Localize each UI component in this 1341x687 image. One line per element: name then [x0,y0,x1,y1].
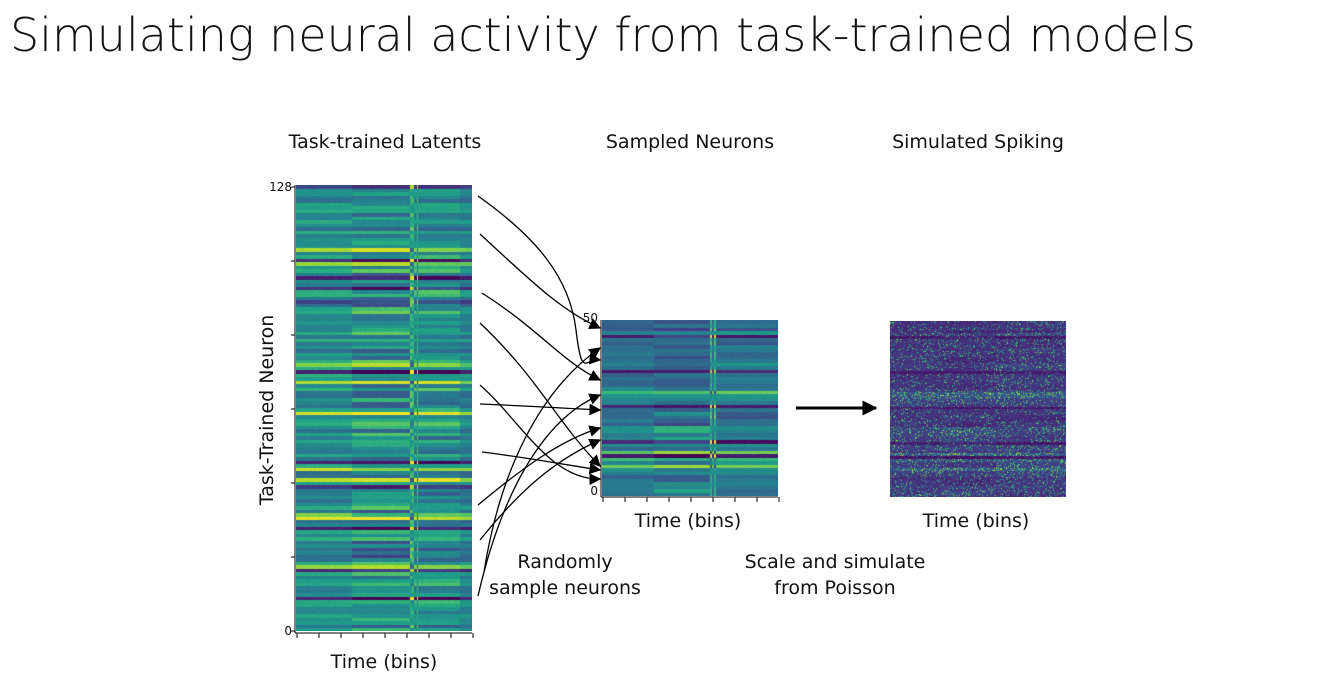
slide-title: Simulating neural activity from task-tra… [10,8,1196,62]
random-sample-annotation: Randomly sample neurons [489,551,641,599]
latents-axes [291,185,474,638]
simulated-spiking-heatmap [890,321,1066,497]
spiking-title: Simulated Spiking [892,131,1064,153]
sampled-neurons-heatmap [602,320,778,496]
latents-title: Task-trained Latents [288,131,482,153]
sampling-arrows [477,195,602,597]
spiking-xlabel: Time (bins) [922,510,1030,532]
latents-xlabel: Time (bins) [330,651,438,673]
sampled-axes [600,320,780,502]
latents-ytick-bottom: 0 [284,624,292,638]
latents-ytick-top: 128 [269,180,292,194]
sampled-xlabel: Time (bins) [634,510,742,532]
scale-simulate-annotation: Scale and simulate from Poisson [744,551,926,599]
latents-heatmap [296,185,472,631]
sampled-title: Sampled Neurons [605,131,775,153]
sampled-ytick-bottom: 0 [590,484,598,498]
